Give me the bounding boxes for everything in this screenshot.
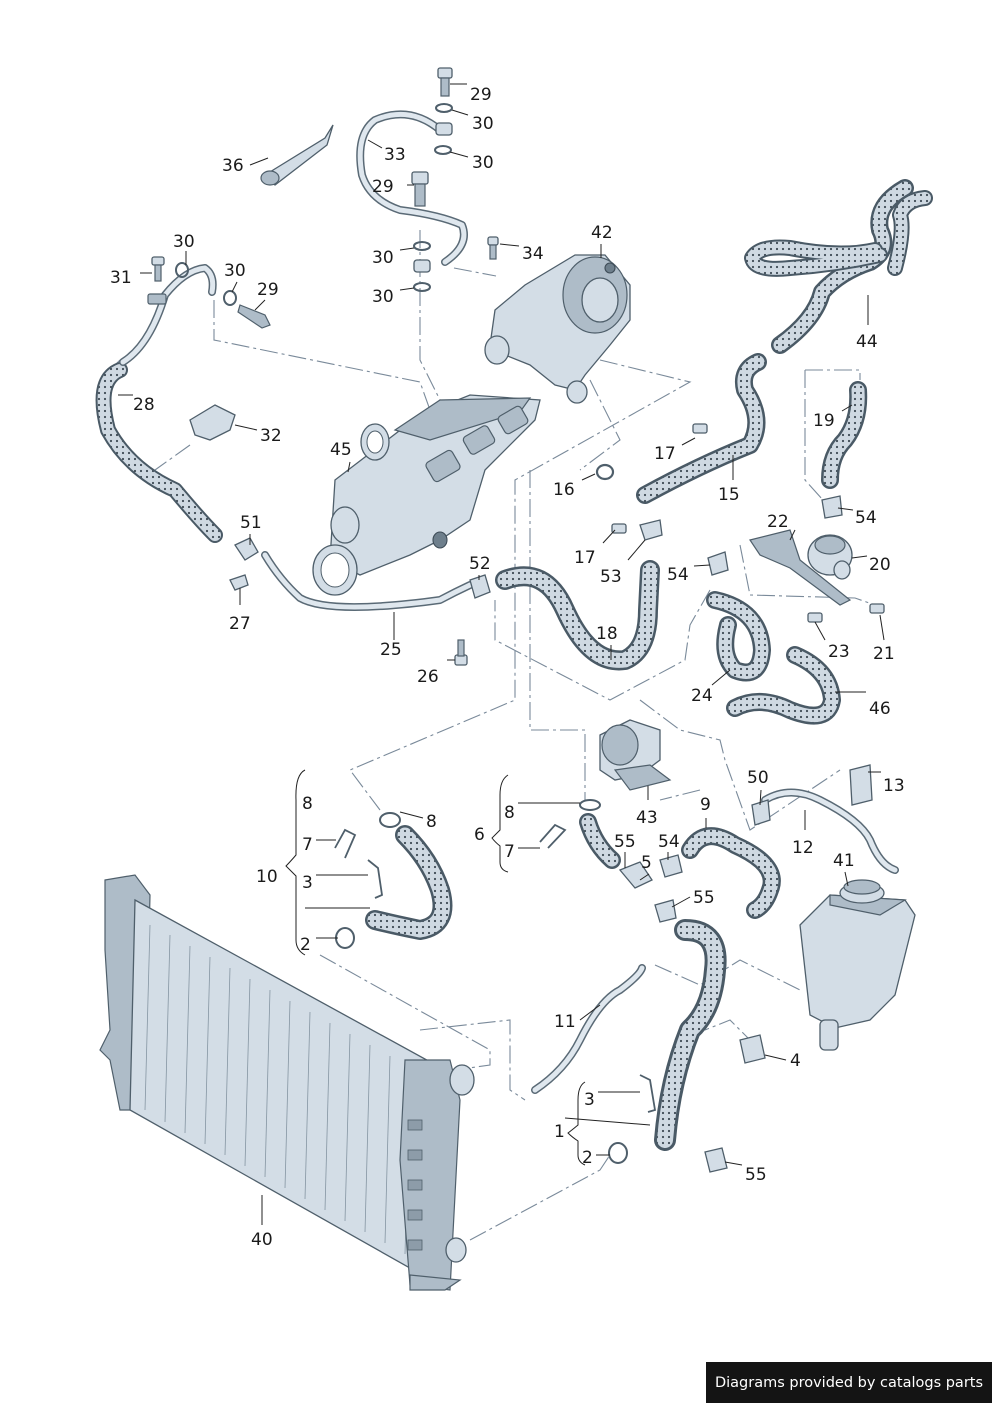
- callout-6: 6: [474, 825, 485, 845]
- heat-shield: [260, 124, 334, 186]
- callout-32: 32: [260, 426, 282, 446]
- callout-30: 30: [372, 248, 394, 268]
- callout-24: 24: [691, 686, 713, 706]
- callout-51: 51: [240, 513, 262, 533]
- thermostat-housing: [599, 719, 672, 791]
- callout-8: 8: [426, 812, 437, 832]
- callout-55: 55: [614, 832, 636, 852]
- connection-lines: [99, 230, 876, 1241]
- callout-9: 9: [700, 795, 711, 815]
- callout-8: 8: [504, 803, 515, 823]
- callout-34: 34: [522, 244, 544, 264]
- callout-54: 54: [667, 565, 689, 585]
- callout-50: 50: [747, 768, 769, 788]
- callout-29: 29: [372, 177, 394, 197]
- leader-lines: [118, 83, 885, 1225]
- callout-42: 42: [591, 223, 613, 243]
- callout-25: 25: [380, 640, 402, 660]
- callout-31: 31: [110, 268, 132, 288]
- callout-8: 8: [302, 794, 313, 814]
- callout-30: 30: [372, 287, 394, 307]
- callout-46: 46: [869, 699, 891, 719]
- callout-19: 19: [813, 411, 835, 431]
- expansion-tank: [799, 879, 916, 1051]
- callout-20: 20: [869, 555, 891, 575]
- callout-12: 12: [792, 838, 814, 858]
- callout-15: 15: [718, 485, 740, 505]
- callout-3: 3: [584, 1090, 595, 1110]
- callout-22: 22: [767, 512, 789, 532]
- callout-13: 13: [883, 776, 905, 796]
- callout-5: 5: [641, 853, 652, 873]
- callout-11: 11: [554, 1012, 576, 1032]
- callout-36: 36: [222, 156, 244, 176]
- callout-30: 30: [224, 261, 246, 281]
- callout-labels: 29 30 30 33 29 36 42 34 30 30 30 30 31 2…: [110, 85, 905, 1250]
- callout-41: 41: [833, 851, 855, 871]
- callout-1: 1: [554, 1122, 565, 1142]
- callout-27: 27: [229, 614, 251, 634]
- callout-45: 45: [330, 440, 352, 460]
- callout-33: 33: [384, 145, 406, 165]
- callout-7: 7: [302, 835, 313, 855]
- fittings: [147, 67, 885, 1173]
- callout-54: 54: [855, 508, 877, 528]
- callout-55: 55: [745, 1165, 767, 1185]
- callout-23: 23: [828, 642, 850, 662]
- callout-2: 2: [300, 935, 311, 955]
- callout-18: 18: [596, 624, 618, 644]
- callout-54: 54: [658, 832, 680, 852]
- turbo-manifold: [312, 394, 541, 596]
- callout-30: 30: [173, 232, 195, 252]
- callout-44: 44: [856, 332, 878, 352]
- callout-10: 10: [256, 867, 278, 887]
- callout-26: 26: [417, 667, 439, 687]
- callout-53: 53: [600, 567, 622, 587]
- callout-30: 30: [472, 114, 494, 134]
- callout-52: 52: [469, 554, 491, 574]
- callout-40: 40: [251, 1230, 273, 1250]
- callout-30: 30: [472, 153, 494, 173]
- water-pump: [484, 254, 631, 404]
- radiator: [99, 874, 475, 1291]
- callout-17: 17: [574, 548, 596, 568]
- callout-3: 3: [302, 873, 313, 893]
- aux-water-pump: [749, 529, 853, 606]
- callout-29-top: 29: [470, 85, 492, 105]
- callout-29: 29: [257, 280, 279, 300]
- callout-28: 28: [133, 395, 155, 415]
- footer-credit: Diagrams provided by catalogs parts: [706, 1362, 992, 1403]
- callout-43: 43: [636, 808, 658, 828]
- callout-17: 17: [654, 444, 676, 464]
- callout-7: 7: [504, 842, 515, 862]
- callout-2: 2: [582, 1148, 593, 1168]
- coolant-hoses: [95, 179, 933, 1151]
- callout-55: 55: [693, 888, 715, 908]
- metal-pipes: [119, 110, 899, 1094]
- callout-16: 16: [553, 480, 575, 500]
- callout-21: 21: [873, 644, 895, 664]
- callout-4: 4: [790, 1051, 801, 1071]
